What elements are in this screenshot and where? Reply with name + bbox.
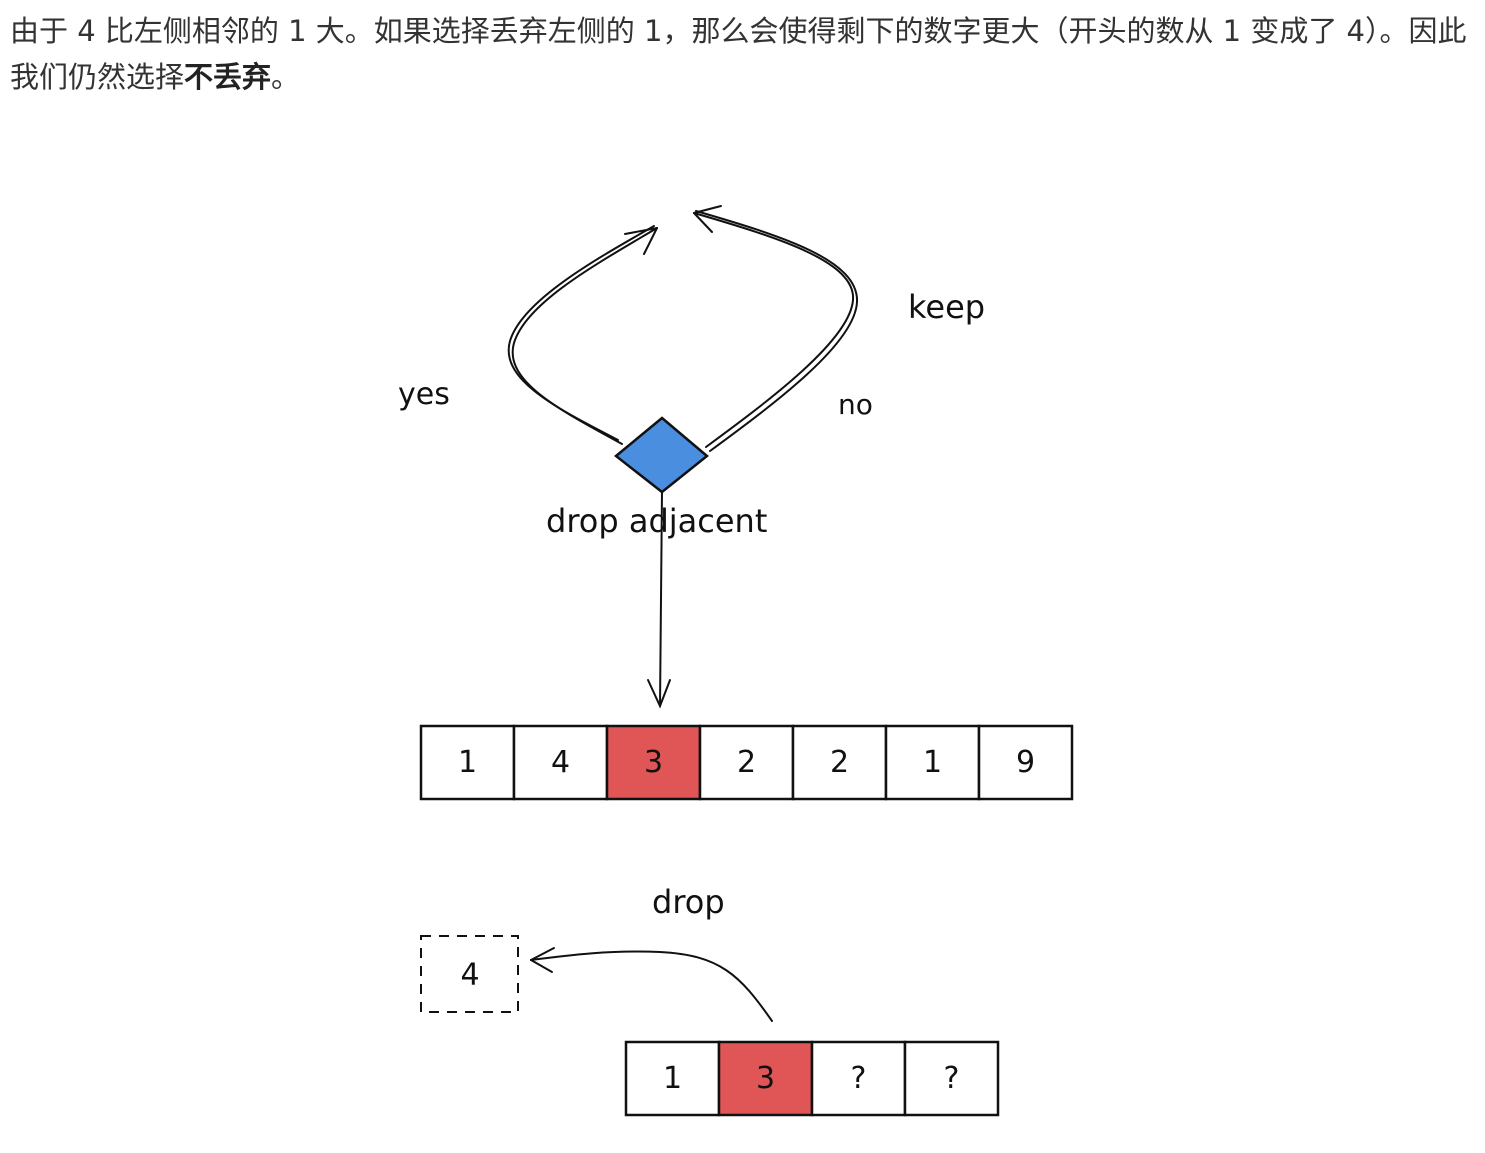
yes-arrow	[507, 225, 658, 445]
drop-label: drop	[652, 883, 725, 921]
article-sentence-end: 。	[271, 60, 301, 94]
main-array-cell-box	[884, 724, 981, 801]
decision-diamond	[614, 416, 709, 494]
article-paragraph: 由于 4 比左侧相邻的 1 大。如果选择丢弃左侧的 1，那么会使得剩下的数字更大…	[10, 8, 1480, 100]
result-array-cell-value: ?	[851, 1061, 867, 1096]
main-array-cell-box	[977, 724, 1074, 801]
down-arrow	[647, 491, 671, 709]
main-array-cell-value: 1	[458, 745, 477, 780]
main-array-cell: 2	[698, 724, 795, 801]
article-emphasis: 不丢弃	[184, 60, 272, 94]
main-array-cell: 1	[419, 724, 516, 801]
result-array-cell: ?	[810, 1040, 907, 1117]
main-array-cell-value: 9	[1016, 745, 1035, 780]
main-array-cell-value: 1	[923, 745, 942, 780]
result-array-cell-value: 1	[663, 1061, 682, 1096]
dropped-cell-value: 4	[460, 958, 479, 993]
keep-arrow	[693, 205, 859, 452]
result-array-cell: 3	[717, 1040, 814, 1117]
result-array-cell-value: 3	[756, 1061, 775, 1096]
result-array-cell-box	[903, 1040, 1000, 1117]
main-array-cell: 4	[512, 724, 609, 801]
main-array-cell: 2	[791, 724, 888, 801]
main-array-cell: 9	[977, 724, 1074, 801]
decision-label: drop adjacent	[546, 502, 767, 540]
result-array: 1 3??	[624, 1040, 1000, 1117]
no-label: no	[838, 388, 873, 421]
dropped-cell: 4	[420, 935, 519, 1013]
result-array-cell-box	[624, 1040, 721, 1117]
main-array-cell: 1	[884, 724, 981, 801]
main-array-cell: 3	[605, 724, 702, 801]
main-array: 1 4 3 2 2 1 9	[419, 724, 1074, 801]
yes-label: yes	[398, 377, 450, 412]
main-array-cell-value: 2	[830, 745, 849, 780]
main-array-cell-value: 2	[737, 745, 756, 780]
result-array-cell: ?	[903, 1040, 1000, 1117]
article-sentence: 由于 4 比左侧相邻的 1 大。如果选择丢弃左侧的 1，那么会使得剩下的数字更大…	[10, 14, 1467, 94]
main-array-cell-value: 3	[644, 745, 663, 780]
result-array-cell: 1	[624, 1040, 721, 1117]
main-array-cell-value: 4	[551, 745, 570, 780]
keep-label: keep	[908, 288, 985, 326]
result-array-cell-box	[717, 1040, 814, 1117]
result-array-cell-value: ?	[944, 1061, 960, 1096]
drop-arrow	[530, 947, 773, 1022]
